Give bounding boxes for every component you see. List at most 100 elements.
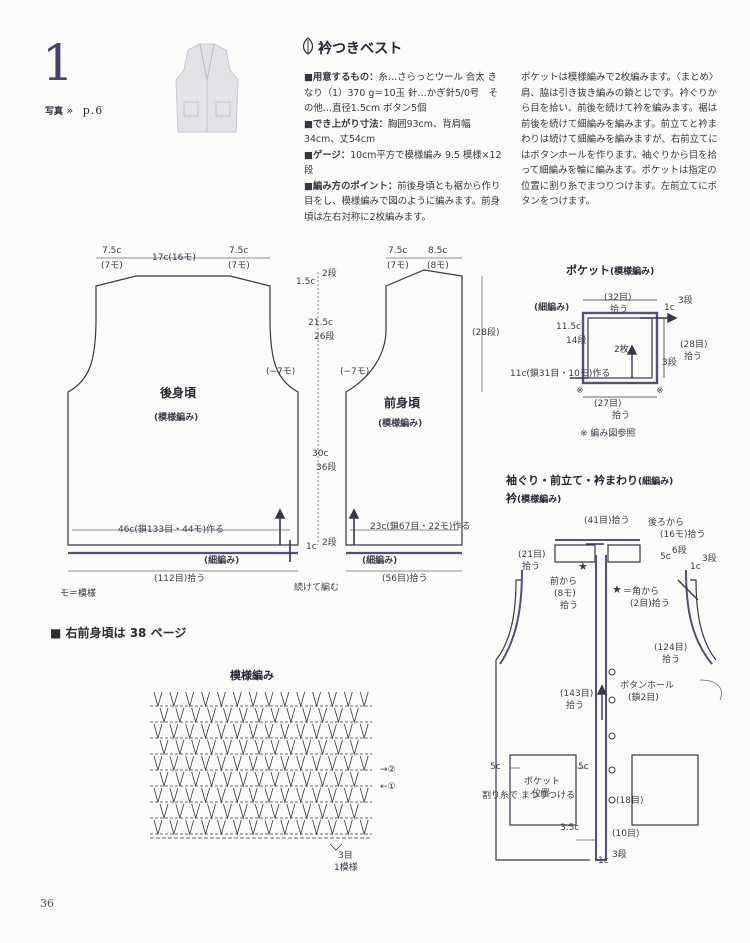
stitch-symbol (328, 755, 337, 772)
photo-page: p.6 (82, 104, 104, 117)
front-top-right-sub: (8モ) (427, 261, 449, 271)
stitch-symbol (175, 803, 185, 820)
hem-dim: 1c (306, 542, 317, 552)
stitch-symbol (153, 691, 163, 708)
button-5 (608, 796, 616, 804)
stitch-symbol (334, 803, 343, 820)
front-top-left-sub: (7モ) (387, 261, 409, 271)
reference-note: ■ 右前身頃は 38 ページ (50, 626, 187, 640)
pocket-title-sub: (模様編み) (610, 267, 655, 277)
corner-label: ＝角から (623, 587, 660, 597)
stitch-symbol (280, 787, 290, 804)
stitch-symbol (223, 803, 232, 820)
stitch-symbol (254, 803, 264, 820)
stitch-symbol (359, 691, 369, 708)
stitch-symbol (264, 691, 274, 708)
stitch-symbol (296, 691, 306, 708)
joined-label: 続けて編む (294, 583, 340, 593)
pocket-outline (587, 317, 653, 379)
size-text: 胸囲93cm、背肩幅34cm、丈54cm (304, 118, 471, 146)
stitch-symbol (280, 691, 290, 708)
photo-label: 写真 (45, 107, 64, 117)
stitch-symbol (318, 739, 327, 756)
stitch-symbol (328, 787, 337, 804)
stitch-symbol (238, 803, 248, 820)
instructions-right: ポケットは模様編みで2枚編みます。〈まとめ〉肩、脇は引き抜き編みの鎖とじです。衿… (521, 72, 719, 207)
right-edge: 1c (690, 562, 701, 572)
star-icon: ★ (578, 560, 588, 573)
stitch-symbol (191, 707, 201, 724)
armhole-edge-right (685, 569, 713, 665)
stitch-symbol (232, 755, 242, 772)
stitch-symbol (302, 707, 312, 724)
shoulder-dim: 1.5c (296, 277, 316, 287)
stitch-symbol (153, 755, 163, 772)
points-label: 編み方のポイント： (312, 180, 398, 192)
stitch-symbol (296, 787, 306, 804)
stitch-symbol (270, 707, 280, 724)
stitch-symbol (153, 787, 163, 804)
stitch-symbol (169, 723, 179, 740)
stitch-symbol (191, 739, 201, 756)
from-back-sub: (16モ)拾う (660, 530, 706, 540)
from-back: 後ろから (648, 518, 685, 528)
stitch-symbol (169, 787, 179, 804)
materials-label: 用意するもの： (312, 72, 379, 83)
reference-note-text: 右前身頃は 38 ページ (65, 626, 187, 640)
collar-title-sub: (模様編み) (517, 495, 562, 505)
front-base-chain: 23c(鎖67目・22モ)作る (370, 522, 471, 532)
stitch-symbol (169, 691, 179, 708)
front-top-left: 7.5c (388, 246, 408, 256)
collar-rows: 5c (660, 552, 671, 562)
stitch-symbol (286, 707, 296, 724)
stitch-symbol (349, 771, 359, 788)
pocket-height: 11.5c (556, 322, 581, 332)
pocket-edge (581, 311, 659, 385)
front-body-sub: (模様編み) (378, 419, 423, 429)
stitch-symbol (217, 787, 226, 804)
stitch-symbol (201, 787, 210, 804)
stitch-symbol (223, 707, 232, 724)
front-edge-pick-sub: 拾う (566, 701, 585, 711)
stitch-symbol (238, 739, 248, 756)
right-edge-rows: 3段 (702, 554, 717, 564)
finishing-left-body (495, 579, 590, 861)
stitch-symbol (223, 771, 232, 788)
from-front-sub: (8モ) (554, 589, 576, 599)
left-pick-sub: 拾う (522, 562, 541, 572)
stitch-symbol (185, 691, 195, 708)
back-edge-label: (細編み) (204, 556, 240, 566)
stitch-symbol (191, 803, 201, 820)
armhole-rows: 26段 (314, 332, 335, 342)
back-body-outline (67, 275, 299, 546)
back-body-name: 後身頃 (160, 386, 197, 400)
stitch-symbol (191, 771, 201, 788)
stitch-symbol (238, 771, 248, 788)
stitch-symbol (254, 707, 264, 724)
stitch-symbol (207, 771, 216, 788)
photo-reference: 写真 » p.6 (45, 104, 103, 117)
pattern-title: 衿つきベスト (318, 41, 403, 57)
stitch-symbol (217, 819, 226, 836)
collar-rows-sub: 6段 (672, 546, 687, 556)
finishing-title-sub: (細編み) (638, 477, 674, 487)
pocket-side: 1c (664, 303, 675, 313)
front-edge-label: (細編み) (362, 556, 398, 566)
front-top-right: 8.5c (428, 246, 448, 256)
legend: モ＝模様 (60, 589, 97, 599)
stitch-symbol (248, 755, 258, 772)
stitch-symbol (223, 739, 232, 756)
stitch-symbol (334, 707, 343, 724)
stitch-symbol (159, 803, 169, 820)
stitch-symbol (280, 723, 290, 740)
stitch-symbol (248, 787, 258, 804)
stitch-symbol (286, 771, 296, 788)
stitch-symbol (280, 755, 290, 772)
pocket-pos: ポケット (524, 777, 561, 787)
stitch-symbol (264, 787, 274, 804)
stitch-symbol (343, 755, 353, 772)
stitch-symbol (359, 755, 369, 772)
stitch-symbol (343, 787, 353, 804)
button-1 (608, 668, 616, 676)
